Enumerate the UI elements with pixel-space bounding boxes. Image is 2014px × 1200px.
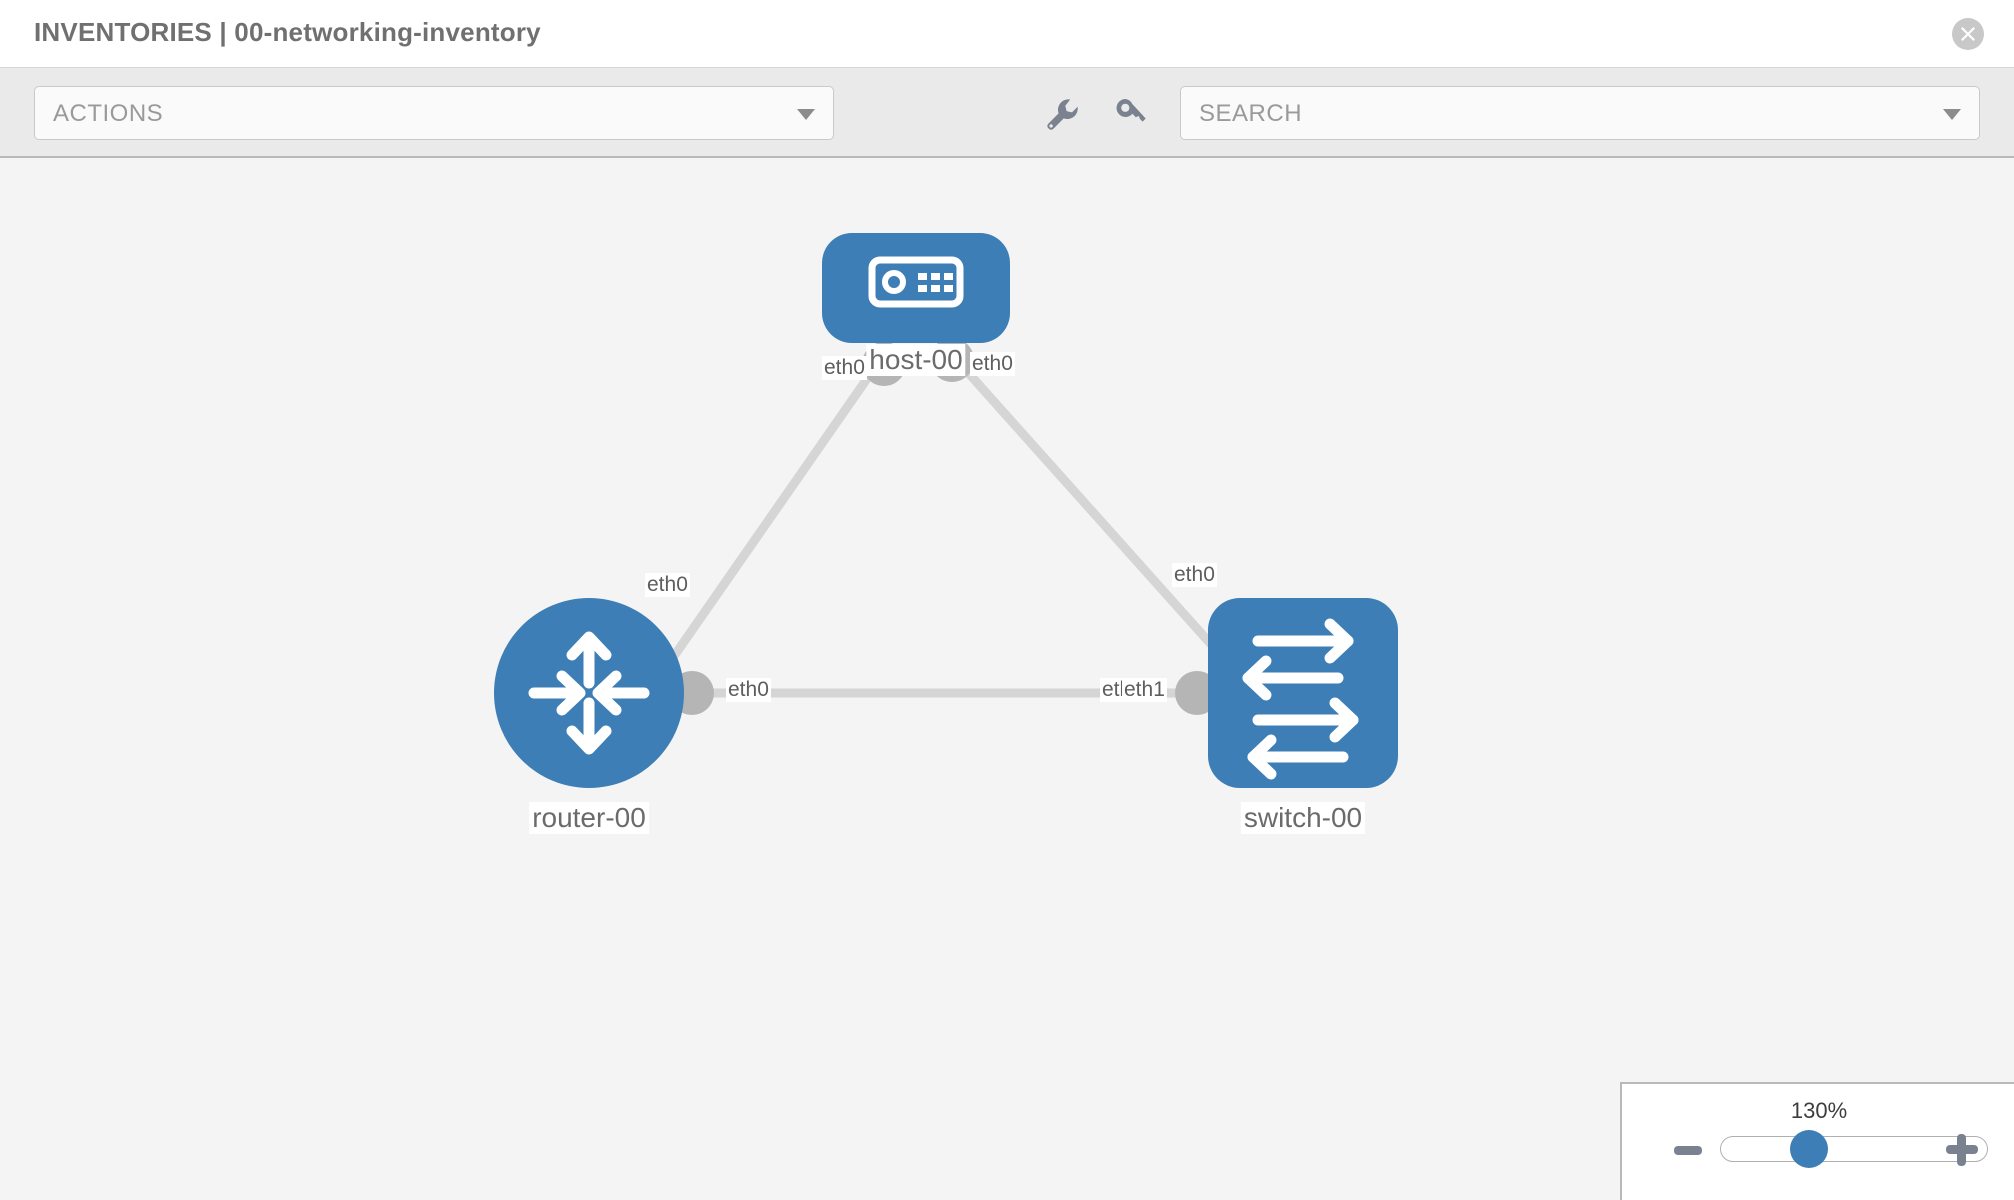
topology-links [636,355,1247,708]
iface-label: eth0 [726,678,771,702]
switch-arrows-icon [1242,618,1359,780]
zoom-slider-thumb[interactable] [1790,1130,1828,1168]
iface-label: eth0 [822,356,867,380]
minus-icon[interactable] [1674,1146,1702,1155]
actions-dropdown-label: ACTIONS [53,100,164,127]
link-host-router[interactable] [636,357,884,708]
toolbar: ACTIONS SEARCH [0,68,2014,158]
page-header: INVENTORIES | 00-networking-inventory [0,0,2014,68]
node-label-router: router-00 [529,802,649,834]
page-title: INVENTORIES | 00-networking-inventory [34,17,541,47]
key-icon[interactable] [1110,92,1152,134]
zoom-slider-track[interactable] [1720,1136,1988,1162]
link-host-switch[interactable] [951,355,1247,683]
node-router-00[interactable] [494,598,684,788]
zoom-percent-label: 130% [1790,1098,1848,1123]
router-arrows-icon [528,631,650,755]
search-input[interactable]: SEARCH [1180,86,1980,140]
iface-label: eth0 [1172,563,1217,587]
topology-endpoints [670,338,1255,715]
iface-label: eth0 [970,352,1015,376]
wrench-icon[interactable] [1040,92,1082,134]
iface-label: eth1 [1122,678,1167,702]
chevron-down-icon[interactable] [1943,109,1961,120]
chevron-down-icon [797,109,815,120]
topology-canvas[interactable]: eth0 eth0 eth0 eth0 eth0 eth0 eth1 host-… [0,160,2014,1200]
actions-dropdown[interactable]: ACTIONS [34,86,834,140]
zoom-controls: 130% [1620,1082,2014,1200]
node-host-00[interactable] [822,233,1010,343]
node-label-host: host-00 [866,344,966,376]
iface-label: eth0 [645,573,690,597]
node-switch-00[interactable] [1208,598,1398,788]
search-placeholder: SEARCH [1199,100,1303,127]
server-icon [868,256,964,308]
close-icon[interactable] [1952,18,1984,50]
node-label-switch: switch-00 [1240,802,1366,834]
topology-graph [494,233,1398,788]
plus-icon[interactable] [1946,1134,1978,1166]
